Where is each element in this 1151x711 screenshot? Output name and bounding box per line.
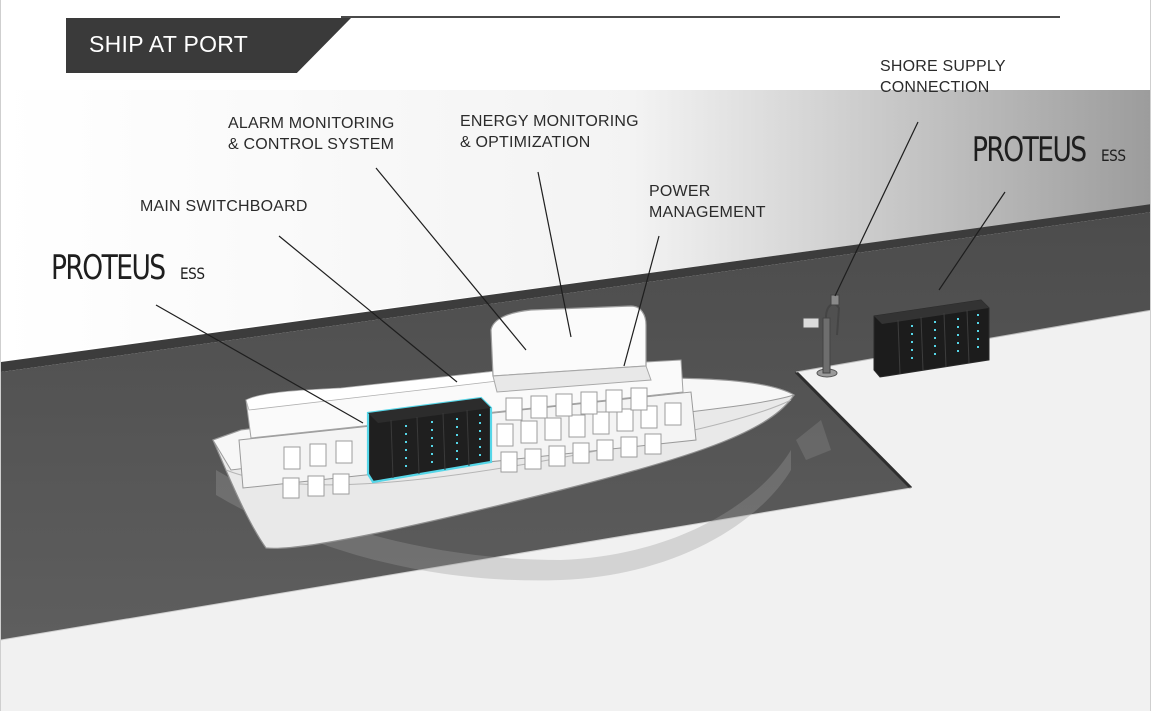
front-quay xyxy=(1,310,1150,711)
back-quay-wall xyxy=(1,90,1150,360)
leader-line-power-management xyxy=(623,235,660,367)
leader-line-energy-monitoring xyxy=(537,171,572,338)
label-energy-line-2: & OPTIMIZATION xyxy=(460,134,591,151)
brand-shore-suffix: ESS xyxy=(1100,146,1126,165)
label-shore-line-1: SHORE SUPPLY xyxy=(880,58,1006,75)
pier-edge xyxy=(794,370,913,490)
leader-line-alarm-monitoring xyxy=(375,167,527,351)
label-power-line-1: POWER xyxy=(649,183,711,200)
leader-line-proteus-shore xyxy=(938,191,1006,291)
ship-battery-rack xyxy=(366,396,493,484)
brand-ship-suffix: ESS xyxy=(179,264,205,283)
shore-supply-pedestal xyxy=(802,294,841,378)
label-alarm-line-1: ALARM MONITORING xyxy=(228,115,395,132)
upper-windows xyxy=(505,387,648,421)
proteus-ess-logo-ship: PROTEUS ESS xyxy=(51,248,209,288)
bridge-cabin xyxy=(490,305,647,377)
proteus-ess-logo-shore: PROTEUS ESS xyxy=(972,130,1130,170)
brand-shore-main: PROTEUS xyxy=(972,130,1087,170)
label-alarm-monitoring: ALARM MONITORING & CONTROL SYSTEM xyxy=(228,113,394,155)
label-power-line-2: MANAGEMENT xyxy=(649,204,766,221)
shore-battery-rack xyxy=(873,299,990,378)
ship-reflection xyxy=(216,420,831,581)
label-main-switchboard: MAIN SWITCHBOARD xyxy=(140,198,308,215)
label-energy-line-1: ENERGY MONITORING xyxy=(460,113,639,130)
lower-windows xyxy=(282,433,662,499)
quay-edge xyxy=(1,204,1150,372)
page-title: SHIP AT PORT xyxy=(89,31,249,57)
label-shore-supply: SHORE SUPPLY CONNECTION xyxy=(880,56,1006,98)
header-rule xyxy=(341,16,1060,18)
title-banner xyxy=(66,18,351,73)
label-energy-monitoring: ENERGY MONITORING & OPTIMIZATION xyxy=(460,111,639,153)
label-shore-line-2: CONNECTION xyxy=(880,79,990,96)
middle-windows xyxy=(283,402,682,470)
label-power-management: POWER MANAGEMENT xyxy=(649,181,766,223)
label-alarm-line-2: & CONTROL SYSTEM xyxy=(228,136,395,153)
brand-ship-main: PROTEUS xyxy=(51,248,166,288)
leader-line-shore-supply xyxy=(834,121,919,297)
leader-line-main-switchboard xyxy=(278,235,458,383)
leader-line-proteus-ship xyxy=(155,304,364,424)
